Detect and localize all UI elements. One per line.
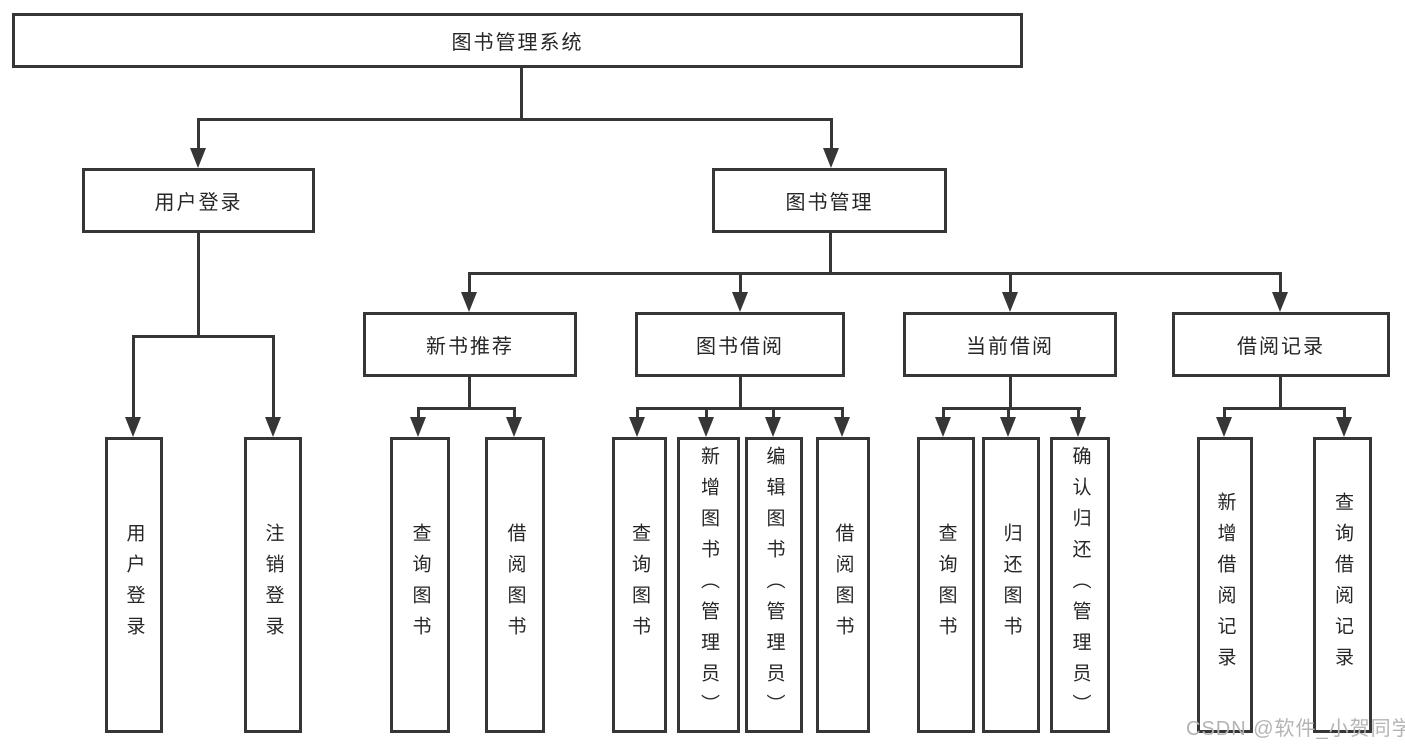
connector-line [468,377,471,407]
arrow-down-icon [732,292,748,312]
connector-line [132,335,135,419]
node-label: 新书推荐 [426,336,514,358]
arrow-down-icon [410,417,426,437]
leaf-edit-books-admin: 编辑图书（管理员） [745,437,803,733]
node-book-borrowing: 图书借阅 [635,312,845,377]
leaf-add-borrow-record: 新增借阅记录 [1197,437,1253,733]
node-label: 借阅记录 [1237,336,1325,358]
leaf-confirm-return-admin: 确认归还（管理员） [1050,437,1110,733]
csdn-watermark: CSDN @软件_小贺同学 [1186,718,1405,740]
arrow-down-icon [1002,292,1018,312]
arrow-down-icon [1336,417,1352,437]
connector-line [1223,407,1346,410]
arrow-down-icon [190,148,206,168]
leaf-logout: 注销登录 [244,437,302,733]
leaf-return-books: 归还图书 [982,437,1040,733]
connector-line [841,407,844,419]
arrow-down-icon [265,417,281,437]
arrow-down-icon [506,417,522,437]
connector-line [468,272,471,294]
connector-line [132,335,275,338]
node-label: 查询图书 [629,523,650,647]
arrow-down-icon [834,417,850,437]
arrow-down-icon [629,417,645,437]
node-label: 用户登录 [123,523,145,647]
connector-line [1279,377,1282,407]
node-label: 查询借阅记录 [1332,492,1353,678]
connector-line [197,118,200,150]
arrow-down-icon [1070,417,1086,437]
connector-line [520,68,523,118]
connector-line [417,407,516,410]
connector-line [739,377,742,407]
node-label: 用户登录 [154,192,243,214]
leaf-query-books-current: 查询图书 [917,437,975,733]
node-current-borrowing: 当前借阅 [903,312,1117,377]
arrow-down-icon [125,417,141,437]
leaf-user-login: 用户登录 [105,437,163,733]
connector-line [1279,272,1282,294]
connector-line [942,407,1081,410]
node-label: 图书管理系统 [451,32,584,54]
connector-line [1009,272,1012,294]
leaf-query-borrow-record: 查询借阅记录 [1313,437,1372,733]
node-label: 注销登录 [262,523,284,647]
connector-line [830,118,833,150]
node-label: 图书借阅 [696,336,784,358]
leaf-borrow-books-recommend: 借阅图书 [485,437,545,733]
node-book-management: 图书管理 [712,168,947,233]
node-user-login: 用户登录 [82,168,315,233]
arrow-down-icon [461,292,477,312]
connector-line [705,407,708,419]
node-label: 确认归还（管理员） [1069,445,1091,725]
connector-line [1223,407,1226,419]
connector-line [1077,407,1080,419]
arrow-down-icon [823,148,839,168]
connector-line [1007,407,1010,419]
node-label: 新增图书（管理员） [698,445,719,725]
connector-line [197,118,833,121]
node-label: 借阅图书 [832,523,854,647]
connector-line [197,233,200,335]
connector-line [468,272,1282,275]
connector-line [739,272,742,294]
connector-line [1343,407,1346,419]
arrow-down-icon [1000,417,1016,437]
connector-line [829,233,832,272]
node-new-book-recommendation: 新书推荐 [363,312,577,377]
node-label: 编辑图书（管理员） [763,445,785,725]
connector-line [772,407,775,419]
connector-line [272,335,275,419]
connector-line [513,407,516,419]
connector-line [942,407,945,419]
node-label: 归还图书 [1000,523,1022,647]
node-label: 图书管理 [785,192,874,214]
connector-line [1009,377,1012,407]
leaf-query-books-recommend: 查询图书 [390,437,450,733]
arrow-down-icon [935,417,951,437]
connector-line [636,407,844,410]
node-label: 新增借阅记录 [1214,492,1236,678]
leaf-add-books-admin: 新增图书（管理员） [677,437,740,733]
node-borrowing-records: 借阅记录 [1172,312,1390,377]
node-label: 当前借阅 [966,336,1054,358]
node-label: 查询图书 [935,523,957,647]
node-label: 查询图书 [409,523,431,647]
arrow-down-icon [698,417,714,437]
arrow-down-icon [1272,292,1288,312]
connector-line [417,407,420,419]
connector-line [636,407,639,419]
arrow-down-icon [1216,417,1232,437]
leaf-query-books-borrowing: 查询图书 [612,437,667,733]
leaf-borrow-books: 借阅图书 [816,437,870,733]
node-label: 借阅图书 [504,523,526,647]
node-library-management-system: 图书管理系统 [12,13,1023,68]
arrow-down-icon [765,417,781,437]
